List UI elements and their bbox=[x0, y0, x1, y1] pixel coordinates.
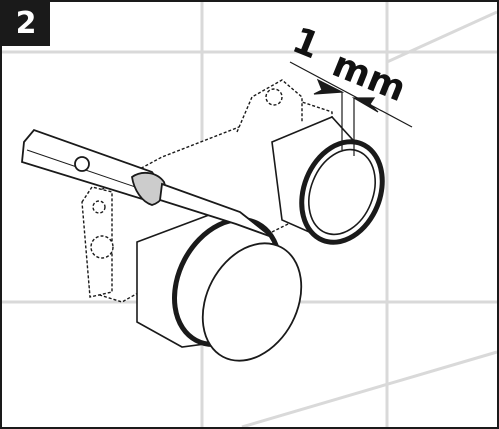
left-cylinder bbox=[136, 211, 303, 362]
step-number-badge: 2 bbox=[2, 2, 50, 46]
right-cylinder bbox=[271, 116, 385, 245]
screwdriver-icon bbox=[21, 128, 273, 238]
dimension-indicator bbox=[289, 61, 413, 156]
